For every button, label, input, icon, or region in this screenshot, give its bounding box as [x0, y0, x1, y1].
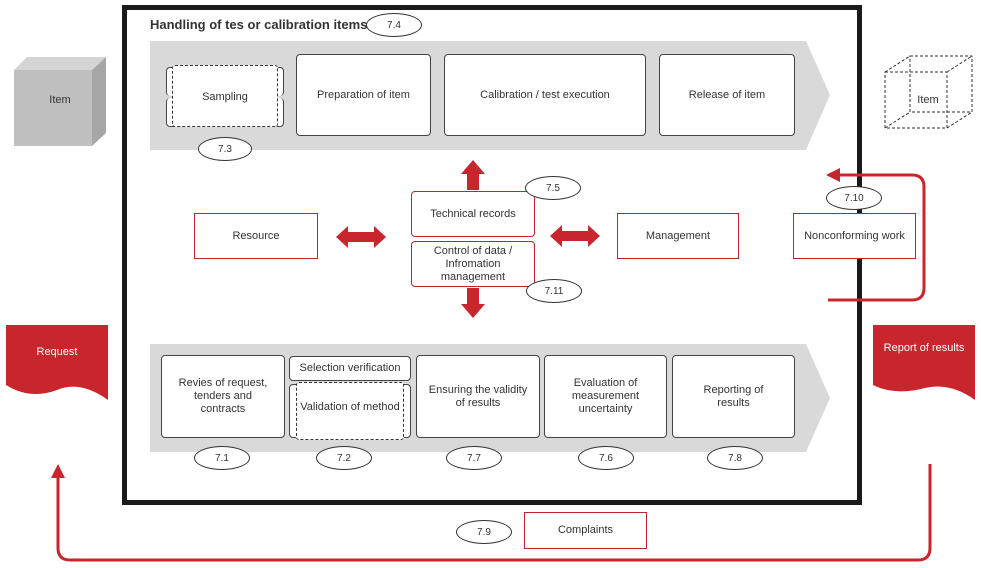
complaints-box: Complaints [524, 512, 647, 549]
validity-box: Ensuring the validity of results [416, 355, 540, 438]
validation-label: Validation of method [300, 401, 400, 413]
request-label: Request [36, 346, 78, 358]
reporting-reference: 7.8 [707, 446, 763, 470]
title-reference: 7.4 [366, 13, 422, 37]
nonconforming-reference: 7.10 [826, 186, 882, 210]
nonconforming-box: Nonconforming work [793, 213, 916, 259]
item-right-label: Item [917, 94, 939, 106]
reporting-box: Reporting of results [672, 355, 795, 438]
complaints-loop-line [56, 464, 932, 562]
resource-box: Resource [194, 213, 318, 259]
selection-box: Selection verification [289, 356, 411, 381]
down-arrow [461, 288, 485, 318]
up-arrow [461, 160, 485, 190]
sampling-label: Sampling [202, 91, 248, 103]
nonconforming-loop-line [828, 173, 926, 302]
request-banner-shape [6, 325, 108, 400]
review-reference: 7.1 [194, 446, 250, 470]
preparation-box: Preparation of item [296, 54, 431, 136]
uncertainty-reference: 7.6 [578, 446, 634, 470]
item-cube-solid [14, 57, 106, 146]
validation-reference: 7.2 [316, 446, 372, 470]
report-banner-shape [873, 325, 975, 400]
left-double-arrow [336, 226, 386, 248]
control-data-reference: 7.11 [526, 279, 582, 303]
validation-dashed [296, 382, 404, 440]
uncertainty-box: Evaluation of measurement uncertainty [544, 355, 667, 438]
nonconforming-arrowhead [826, 168, 840, 182]
complaints-reference: 7.9 [456, 520, 512, 544]
page-title: Handling of tes or calibration items [150, 17, 368, 32]
sampling-reference: 7.3 [198, 137, 252, 161]
execution-box: Calibration / test execution [444, 54, 646, 136]
technical-records-box: Technical records [411, 191, 535, 237]
review-box: Revies of request, tenders and contracts [161, 355, 285, 438]
sampling-dashed [172, 65, 278, 127]
management-box: Management [617, 213, 739, 259]
technical-records-reference: 7.5 [525, 176, 581, 200]
right-double-arrow [550, 225, 600, 247]
release-box: Release of item [659, 54, 795, 136]
item-cube-dashed [884, 55, 973, 129]
control-data-box: Control of data / Infromation management [411, 241, 535, 287]
report-label: Report of results [883, 342, 965, 354]
request-up-arrowhead [51, 464, 65, 478]
validity-reference: 7.7 [446, 446, 502, 470]
item-left-label: Item [49, 94, 71, 106]
